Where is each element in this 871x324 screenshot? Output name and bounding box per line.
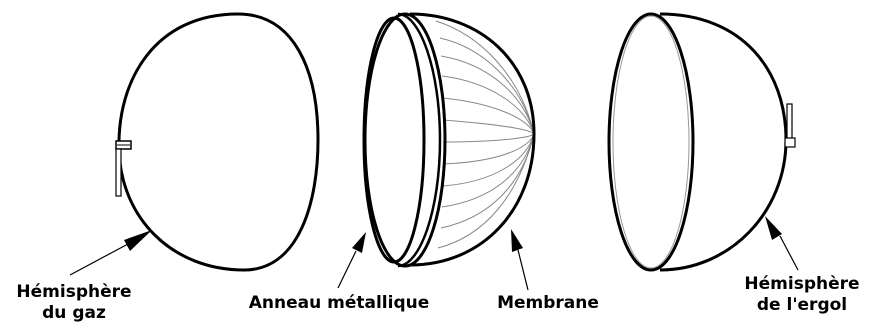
propellant-hemisphere xyxy=(609,14,795,270)
leader-membrane xyxy=(511,229,528,290)
gas-hemisphere-label-line2: du gaz xyxy=(4,303,144,324)
propellant-hemisphere-label: Hémisphère de l'ergol xyxy=(742,274,862,316)
gas-hemisphere-label-line1: Hémisphère xyxy=(4,282,144,303)
gas-hemisphere-label: Hémisphère du gaz xyxy=(4,282,144,324)
metal-ring-label: Anneau métallique xyxy=(236,293,442,314)
propellant-hemisphere-label-line2: de l'ergol xyxy=(742,295,862,316)
gas-hemisphere xyxy=(116,14,318,270)
propellant-hemisphere-valve xyxy=(785,104,795,147)
metal-ring xyxy=(364,14,445,266)
membrane-label: Membrane xyxy=(488,293,608,314)
leader-propellant-hemisphere xyxy=(765,216,798,270)
membrane-assembly xyxy=(364,14,534,266)
leader-gas-hemisphere xyxy=(70,230,152,275)
gas-hemisphere-valve xyxy=(116,141,131,196)
membrane-meridians xyxy=(436,21,534,248)
propellant-hemisphere-label-line1: Hémisphère xyxy=(742,274,862,295)
leader-metal-ring xyxy=(338,232,366,288)
